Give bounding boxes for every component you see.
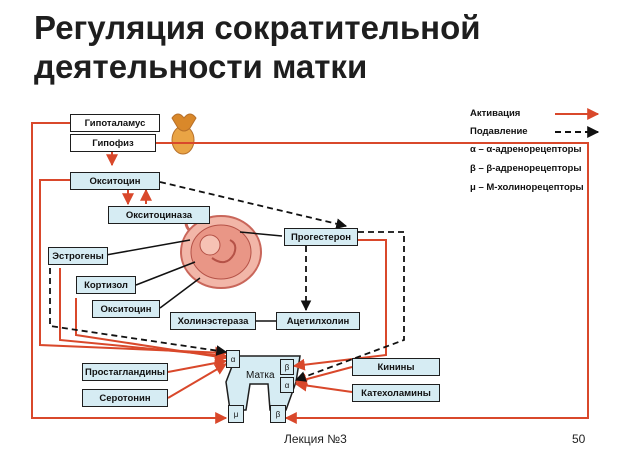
pituitary-illustration (171, 113, 197, 155)
line-fetus-to-progesterone (239, 231, 283, 237)
slide-title: Регуляция сократительной деятельности ма… (34, 8, 594, 86)
arrow-serotonin-to-alpha (167, 363, 228, 399)
fetus-in-uterus-illustration (180, 212, 262, 289)
arrow-progesterone-to-beta (292, 239, 387, 371)
line-oxytocin-to-fetus (159, 277, 201, 309)
receptor-left-mu: μ (228, 405, 244, 423)
line-estrogens-to-fetus (105, 239, 191, 256)
legend-alpha-label: α – α-адренорецепторы (470, 144, 582, 155)
node-cortisol: Кортизол (76, 276, 136, 294)
node-catecholamines: Катехоламины (352, 384, 440, 402)
node-serotonin: Серотонин (82, 389, 168, 407)
receptor-left-alpha: α (226, 350, 240, 368)
node-estrogens: Эстрогены (48, 247, 108, 265)
arrow-kinins-to-alpha (294, 366, 353, 386)
dash-progesterone-to-right-alpha (294, 231, 405, 382)
legend-suppression-label: Подавление (470, 126, 528, 137)
arrow-cortisol-to-alpha (75, 298, 228, 363)
line-cortisol-to-fetus (135, 261, 196, 286)
arrow-hypothalamus-to-left-mu (31, 122, 228, 424)
receptor-right-beta-top: β (280, 359, 294, 375)
node-cholinesterase: Холинэстераза (170, 312, 256, 330)
arrow-prostaglandins-to-alpha (167, 357, 228, 373)
node-oxytocin-bottom: Окситоцин (92, 300, 160, 318)
uterus-label: Матка (246, 370, 275, 381)
node-progesterone: Прогестерон (284, 228, 358, 246)
node-kinins: Кинины (352, 358, 440, 376)
arrow-oxytocin-to-alpha-loop (39, 179, 228, 359)
footer-lecture: Лекция №3 (284, 432, 347, 446)
slide-title-line-1: Регуляция сократительной (34, 9, 481, 46)
node-oxytocinase: Окситоциназа (108, 206, 210, 224)
footer-page-number: 50 (572, 432, 586, 446)
dash-oxytocin-to-progesterone (159, 181, 348, 230)
legend-mu-label: μ – М-холинорецепторы (470, 182, 584, 193)
arrow-catecholamines-to-beta (294, 379, 353, 393)
legend-activation-label: Активация (470, 108, 521, 119)
slide-title-line-2: деятельности матки (34, 48, 368, 85)
node-prostaglandins: Простагландины (82, 363, 168, 381)
node-hypothalamus: Гипоталамус (70, 114, 160, 132)
receptor-right-beta-bottom: β (270, 405, 286, 423)
arrow-hypophysis-to-right-beta (156, 142, 589, 424)
arrow-estrogens-to-alpha (59, 268, 228, 361)
node-oxytocin-top: Окситоцин (70, 172, 160, 190)
receptor-right-alpha: α (280, 377, 294, 393)
node-acetylcholine: Ацетилхолин (276, 312, 360, 330)
node-hypophysis: Гипофиз (70, 134, 156, 152)
legend-beta-label: β – β-адренорецепторы (470, 163, 582, 174)
